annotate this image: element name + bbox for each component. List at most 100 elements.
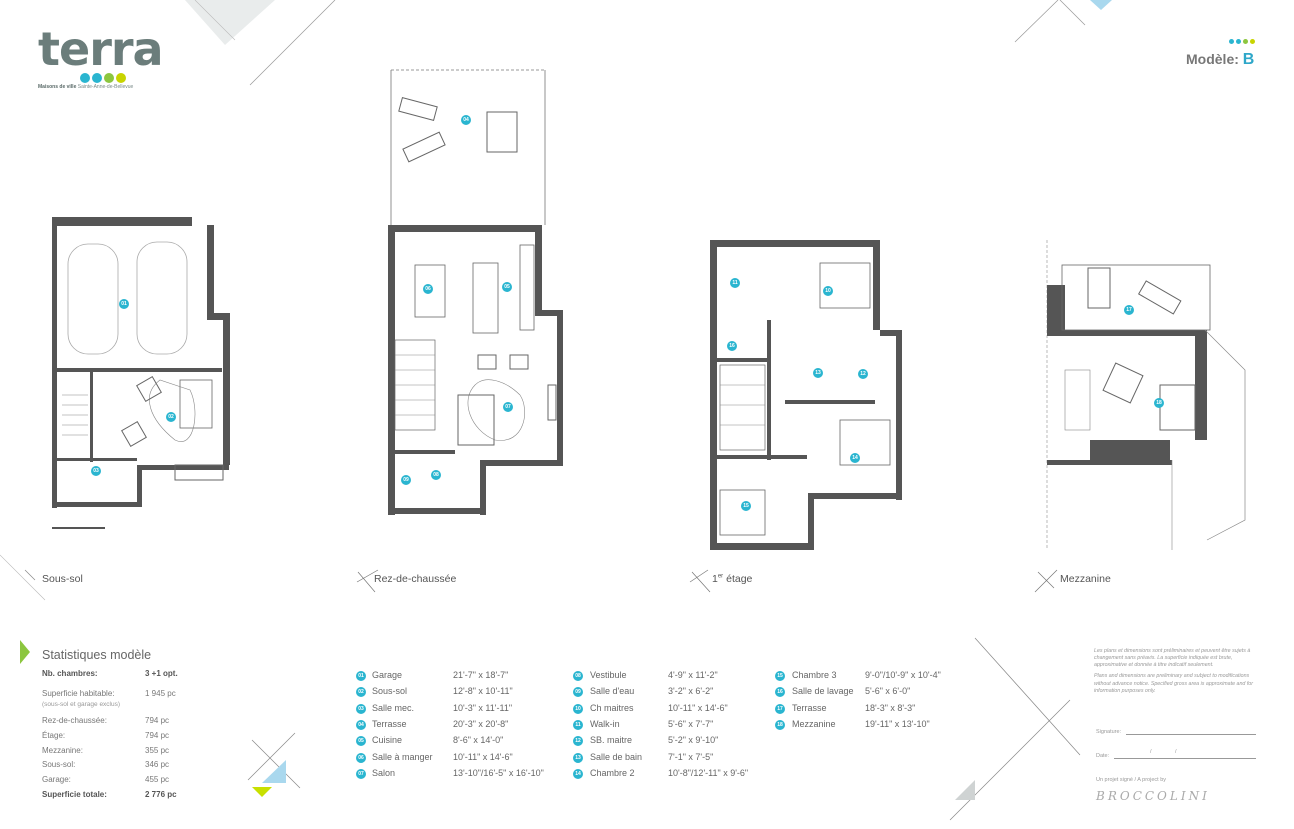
stat-label: Nb. chambres:	[42, 669, 98, 678]
plan-marker: 18	[1154, 398, 1164, 408]
plan-marker: 08	[431, 470, 441, 480]
legend-room-name: Ch maitres	[590, 702, 634, 713]
plan-marker: 01	[119, 299, 129, 309]
floor-label-basement: Sous-sol	[42, 573, 83, 585]
legend-room-dimensions: 10'-11" x 14'-6"	[668, 702, 728, 713]
legend-room-name: Cuisine	[372, 735, 403, 746]
legend-room-dimensions: 21'-7" x 18'-7"	[453, 670, 509, 680]
disclaimer-fr: Les plans et dimensions sont préliminair…	[1094, 648, 1251, 669]
legend-number: 14	[573, 768, 583, 779]
legend-room-dimensions: 13'-10"/16'-5" x 16'-10"	[453, 767, 544, 778]
stat-value: 355 pc	[145, 746, 170, 755]
legend-number: 17	[775, 703, 785, 714]
legend-room-dimensions: 5'-2" x 9'-10"	[668, 735, 719, 746]
legend-number: 06	[356, 752, 366, 763]
stat-value: 455 pc	[145, 775, 170, 784]
legend-number: 08	[573, 671, 583, 681]
stat-value: 2 776 pc	[145, 790, 177, 799]
legend-room-name: Salle de bain	[590, 751, 643, 762]
stat-label: Mezzanine:	[42, 746, 83, 755]
plan-marker: 03	[91, 466, 101, 476]
floor-label-ground: Rez-de-chaussée	[374, 573, 457, 585]
header-dot	[1236, 39, 1241, 44]
disclaimer-en: Plans and dimensions are preliminary and…	[1094, 673, 1253, 694]
first-floor-floorplan	[710, 240, 902, 550]
header-dot	[1243, 39, 1248, 44]
plan-marker: 14	[850, 453, 860, 463]
legend-room-name: Salle d'eau	[590, 686, 635, 697]
legend-room-name: Salle à manger	[372, 751, 433, 762]
plan-marker: 13	[813, 368, 823, 378]
legend-room-name: Terrasse	[372, 718, 407, 729]
legend-number: 18	[775, 719, 785, 730]
legend-room-dimensions: 8'-6" x 14'-0"	[453, 735, 504, 746]
legend-room-dimensions: 5'-6" x 6'-0"	[865, 686, 911, 697]
date-separator: /	[1175, 749, 1177, 755]
date-separator: /	[1150, 749, 1152, 755]
brand-dot	[80, 73, 90, 83]
legend-number: 04	[356, 719, 366, 730]
floor-label-first-sup: er	[717, 573, 724, 580]
credit-line: Un projet signé / A project by	[1096, 777, 1167, 783]
legend-number: 13	[573, 752, 583, 763]
legend-room-name: Chambre 2	[590, 767, 635, 778]
legend-room-name: Salle de lavage	[792, 686, 854, 697]
legend-number: 07	[356, 768, 366, 779]
legend-number: 01	[356, 671, 366, 681]
date-line[interactable]	[1114, 758, 1256, 759]
legend-number: 02	[356, 687, 366, 698]
legend-number: 09	[573, 687, 583, 698]
stat-value: 3 +1 opt.	[145, 669, 178, 678]
plan-marker: 16	[727, 341, 737, 351]
plan-marker: 02	[166, 412, 176, 422]
header-dot	[1229, 39, 1234, 44]
brand-dot	[116, 73, 126, 83]
stat-value: 794 pc	[145, 716, 170, 725]
legend-number: 03	[356, 703, 366, 714]
legend-room-dimensions: 20'-3" x 20'-8"	[453, 718, 509, 729]
floor-label-first-num: 1	[712, 573, 718, 585]
stat-label: Rez-de-chaussée:	[42, 716, 107, 725]
legend-room-dimensions: 18'-3" x 8'-3"	[865, 702, 916, 713]
plan-marker: 07	[503, 402, 513, 412]
stat-label: Superficie habitable:	[42, 689, 115, 698]
legend-room-name: Garage	[372, 670, 403, 680]
plan-marker: 11	[730, 278, 740, 288]
model-title: Modèle: B	[1186, 51, 1254, 69]
stat-value: 1 945 pc	[145, 689, 176, 698]
legend-room-dimensions: 7'-1" x 7'-5"	[668, 751, 714, 762]
legend-room-dimensions: 4'-9" x 11'-2"	[668, 670, 718, 680]
header-dot	[1250, 39, 1255, 44]
brand-logo: terra	[38, 22, 164, 76]
legend-room-name: Mezzanine	[792, 718, 836, 729]
stat-label: Étage:	[42, 731, 66, 740]
legend-room-name: Walk-in	[590, 718, 620, 729]
tagline-location: Sainte-Anne-de-Bellevue	[77, 84, 134, 90]
signature-line[interactable]	[1126, 734, 1256, 735]
legend-number: 15	[775, 671, 785, 681]
ground-floorplan	[388, 69, 563, 515]
floor-label-first: 1er étage	[712, 573, 752, 585]
legend-room-name: Terrasse	[792, 702, 827, 713]
plan-marker: 10	[823, 286, 833, 296]
header-dots	[1229, 31, 1257, 49]
legend-room-name: Chambre 3	[792, 670, 837, 680]
legend-room-name: SB. maitre	[590, 735, 633, 746]
legend-room-dimensions: 19'-11" x 13'-10"	[865, 718, 930, 729]
developer-logo: BROCCOLINI	[1096, 789, 1210, 803]
legend-room-dimensions: 9'-0"/10'-9" x 10'-4"	[865, 670, 941, 680]
legend-number: 05	[356, 736, 366, 747]
plan-marker: 17	[1124, 305, 1134, 315]
floor-label-first-rest: étage	[723, 573, 753, 585]
legend-room-dimensions: 10'-8"/12'-11" x 9'-6"	[668, 767, 749, 778]
legend-number: 12	[573, 736, 583, 747]
floor-label-mezzanine: Mezzanine	[1060, 573, 1111, 585]
tagline-bold: Maisons de ville	[38, 84, 77, 90]
disclaimer: Les plans et dimensions sont préliminair…	[1094, 648, 1259, 695]
model-letter: B	[1242, 51, 1255, 68]
legend-room-name: Salle mec.	[372, 702, 415, 713]
legend-room-dimensions: 5'-6" x 7'-7"	[668, 718, 714, 729]
stat-value: 346 pc	[145, 760, 170, 769]
stat-label: Sous-sol:	[42, 760, 76, 769]
